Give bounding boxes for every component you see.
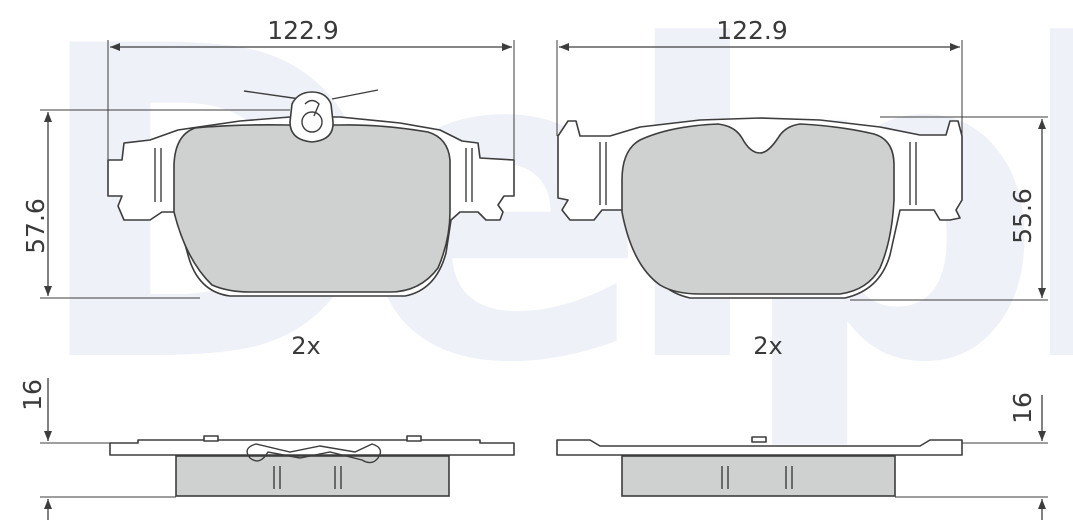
right-thickness-dimension: 16 [895, 392, 1048, 520]
right-height-label: 55.6 [1008, 188, 1037, 244]
right-height-dimension: 55.6 [850, 116, 1048, 301]
left-pad-side-view [109, 435, 515, 497]
left-friction-material [173, 124, 451, 293]
right-width-label: 122.9 [716, 16, 788, 45]
left-pad-front-view [107, 89, 515, 297]
left-width-label: 122.9 [267, 16, 339, 45]
right-thickness-label: 16 [1008, 392, 1037, 424]
right-pad-side-view [556, 436, 963, 497]
right-side-backing-plate [556, 439, 963, 456]
left-width-dimension: 122.9 [107, 16, 515, 160]
left-wear-clip [243, 89, 379, 143]
left-quantity-label: 2x [291, 332, 320, 360]
right-quantity-label: 2x [753, 332, 782, 360]
right-width-dimension: 122.9 [556, 16, 963, 136]
left-height-label: 57.6 [21, 198, 50, 254]
right-side-friction [621, 455, 896, 497]
right-pad-front-view [557, 117, 963, 299]
right-friction-material [621, 123, 895, 295]
left-thickness-label: 16 [18, 379, 47, 411]
left-side-friction [175, 455, 450, 497]
left-side-clip [246, 443, 382, 464]
left-thickness-dimension: 16 [18, 378, 176, 520]
left-height-dimension: 57.6 [21, 109, 290, 299]
